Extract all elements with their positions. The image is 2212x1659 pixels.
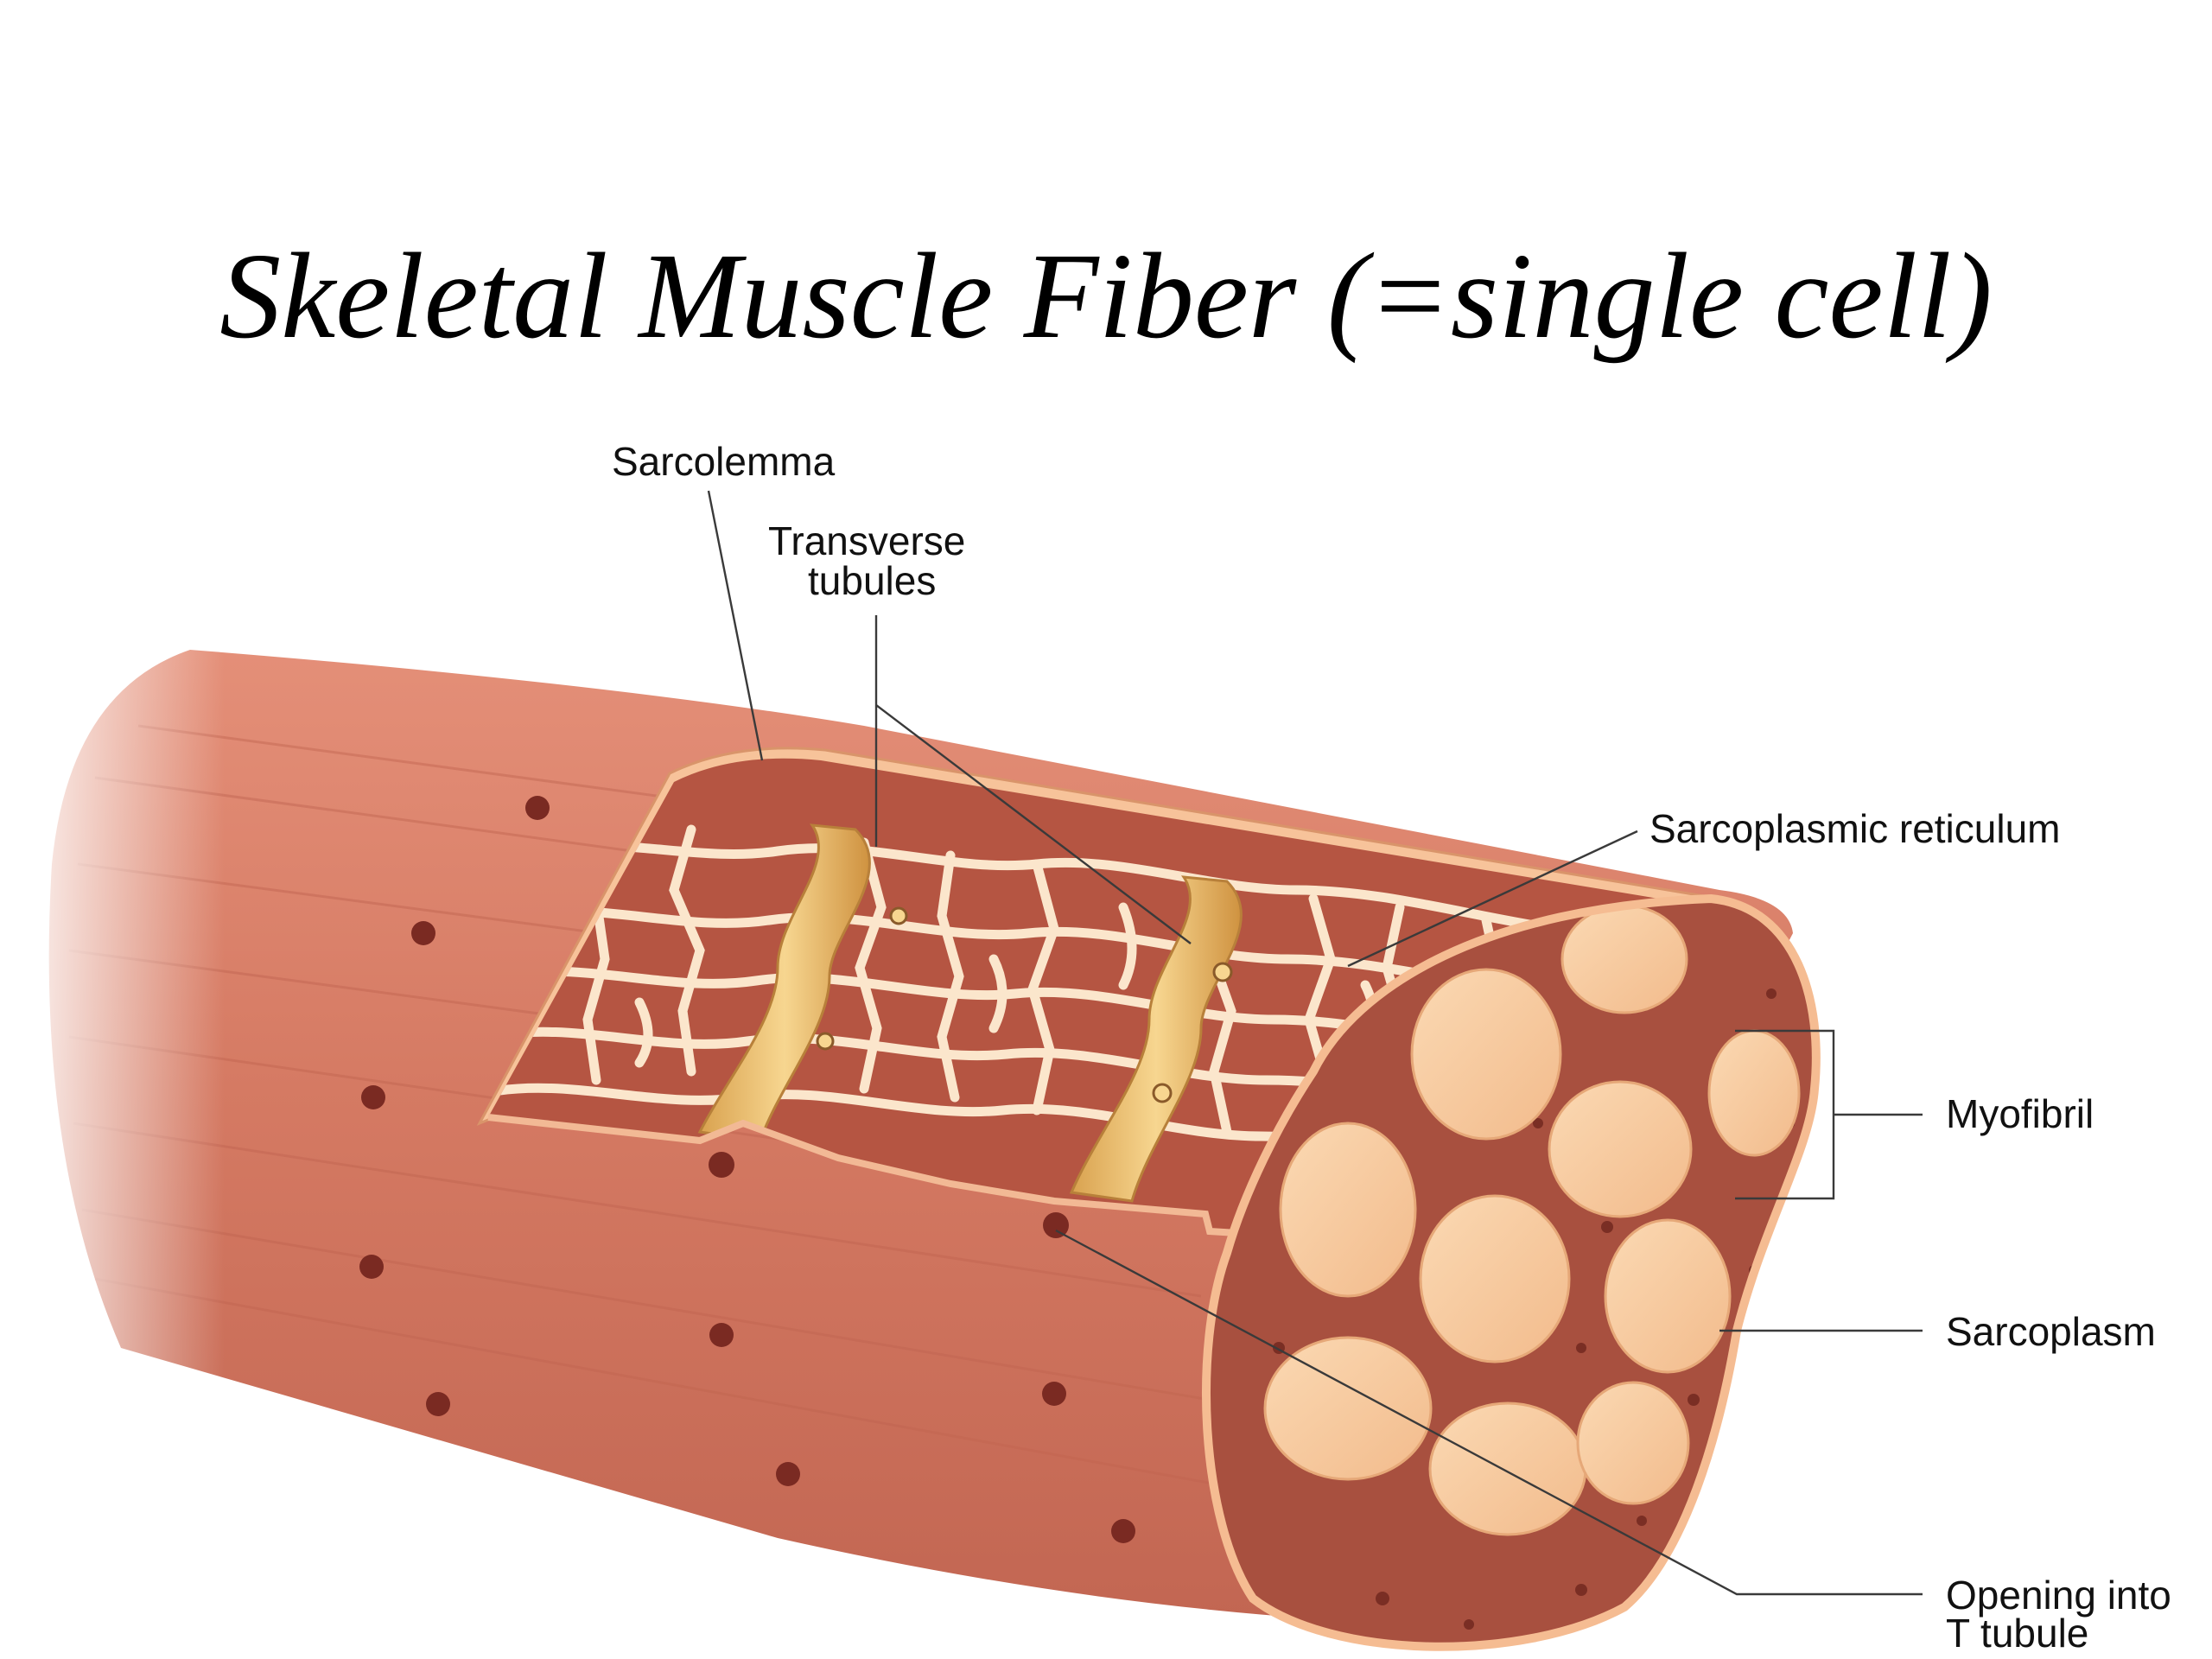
window-lower-edge bbox=[487, 1114, 1418, 1248]
myofibrils bbox=[1263, 904, 1801, 1536]
t-tubule-right bbox=[1069, 875, 1243, 1203]
label-transverse-tubules-1: Transverse bbox=[768, 518, 965, 563]
sarcolemma-leader bbox=[707, 490, 764, 761]
diagram-labels: Sarcolemma Transverse tubules Sarcoplasm… bbox=[612, 439, 2171, 1656]
t-tubule-openings bbox=[359, 796, 1135, 1543]
cross-section-rim bbox=[1202, 893, 1821, 1651]
t-tubules-leader bbox=[874, 615, 1192, 944]
slide-title: Skeletal Muscle Fiber (=single cell) bbox=[219, 227, 1993, 364]
label-opening-2: T tubule bbox=[1946, 1611, 2088, 1656]
label-myofibril: Myofibril bbox=[1946, 1091, 2094, 1136]
label-sarcoplasm: Sarcoplasm bbox=[1946, 1309, 2156, 1354]
tubule-ends bbox=[816, 906, 1233, 1103]
sarcoplasmic-reticulum-leader bbox=[1347, 830, 1638, 968]
myofibril-bracket bbox=[1735, 1029, 1923, 1200]
fiber-fade bbox=[0, 605, 225, 1469]
label-transverse-tubules-2: tubules bbox=[808, 558, 936, 603]
leader-lines bbox=[707, 490, 1923, 1596]
opening-leader bbox=[1055, 1229, 1923, 1596]
label-sarcoplasmic-reticulum: Sarcoplasmic reticulum bbox=[1649, 806, 2060, 851]
label-sarcolemma: Sarcolemma bbox=[612, 439, 836, 484]
label-opening-1: Opening into bbox=[1946, 1573, 2171, 1618]
